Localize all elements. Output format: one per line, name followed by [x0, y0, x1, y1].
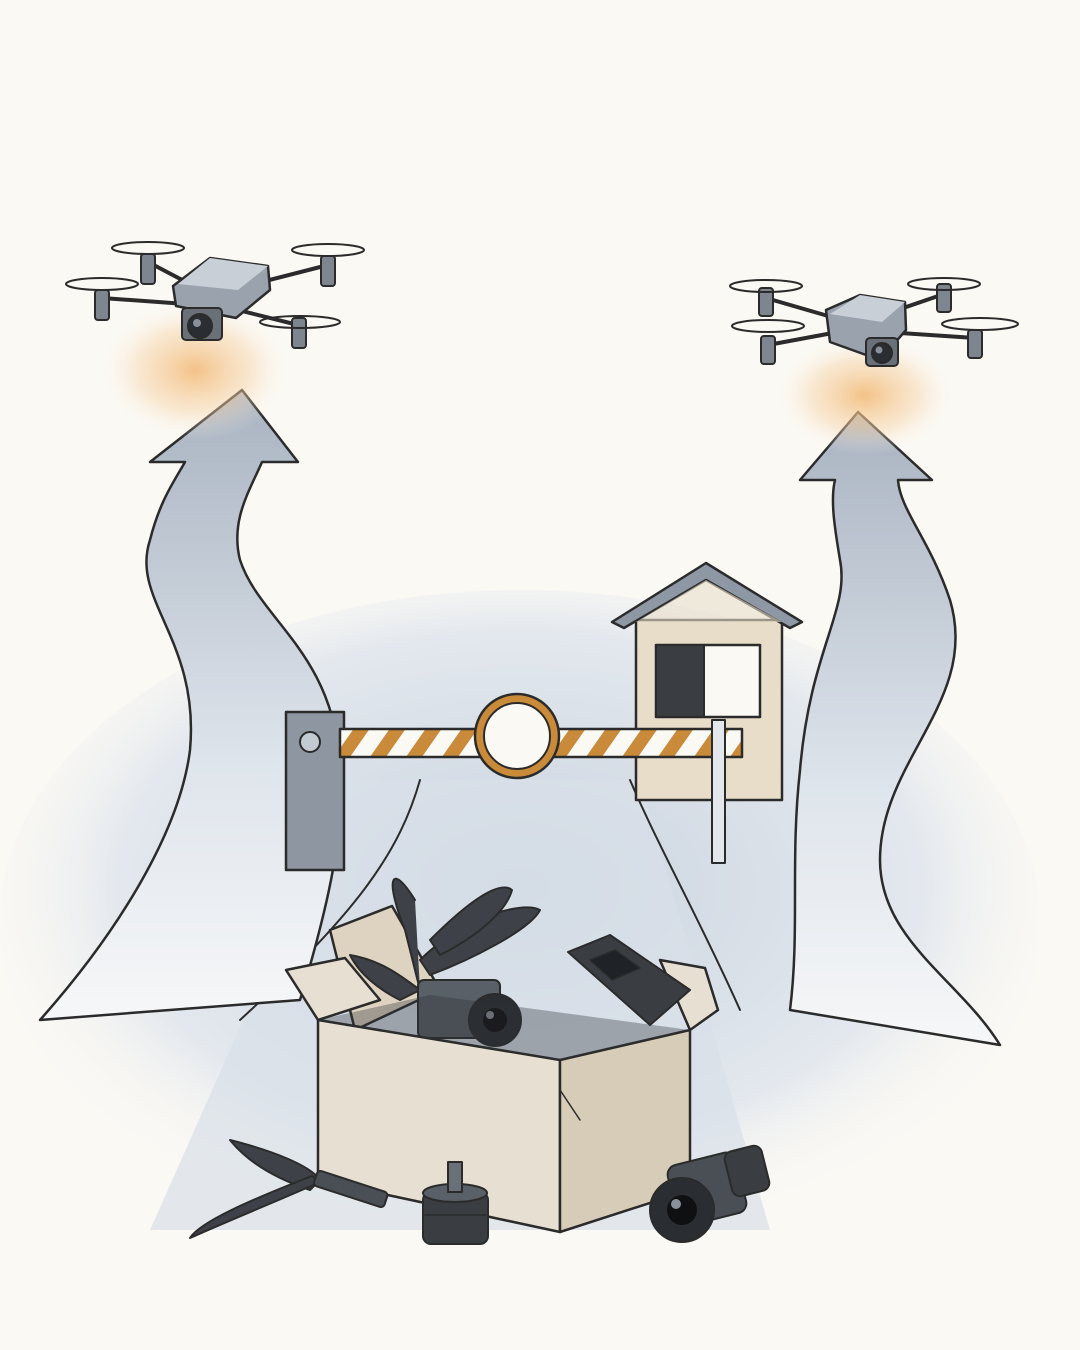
guard-booth: [610, 561, 804, 802]
flight-controller-board: [567, 934, 691, 1026]
propellers-in-box: [349, 877, 541, 1001]
parts-box: [284, 877, 720, 1234]
loose-propeller: [189, 1139, 389, 1239]
drone-right: [729, 277, 1019, 367]
barrier-gate: [284, 692, 744, 872]
loose-motor: [422, 1161, 489, 1245]
glow-right: [775, 335, 955, 455]
glow-left: [100, 300, 290, 440]
camera-in-box: [417, 979, 522, 1047]
loose-camera: [649, 1144, 771, 1243]
drone-left: [65, 241, 365, 349]
arrow-right: [788, 410, 1002, 1047]
